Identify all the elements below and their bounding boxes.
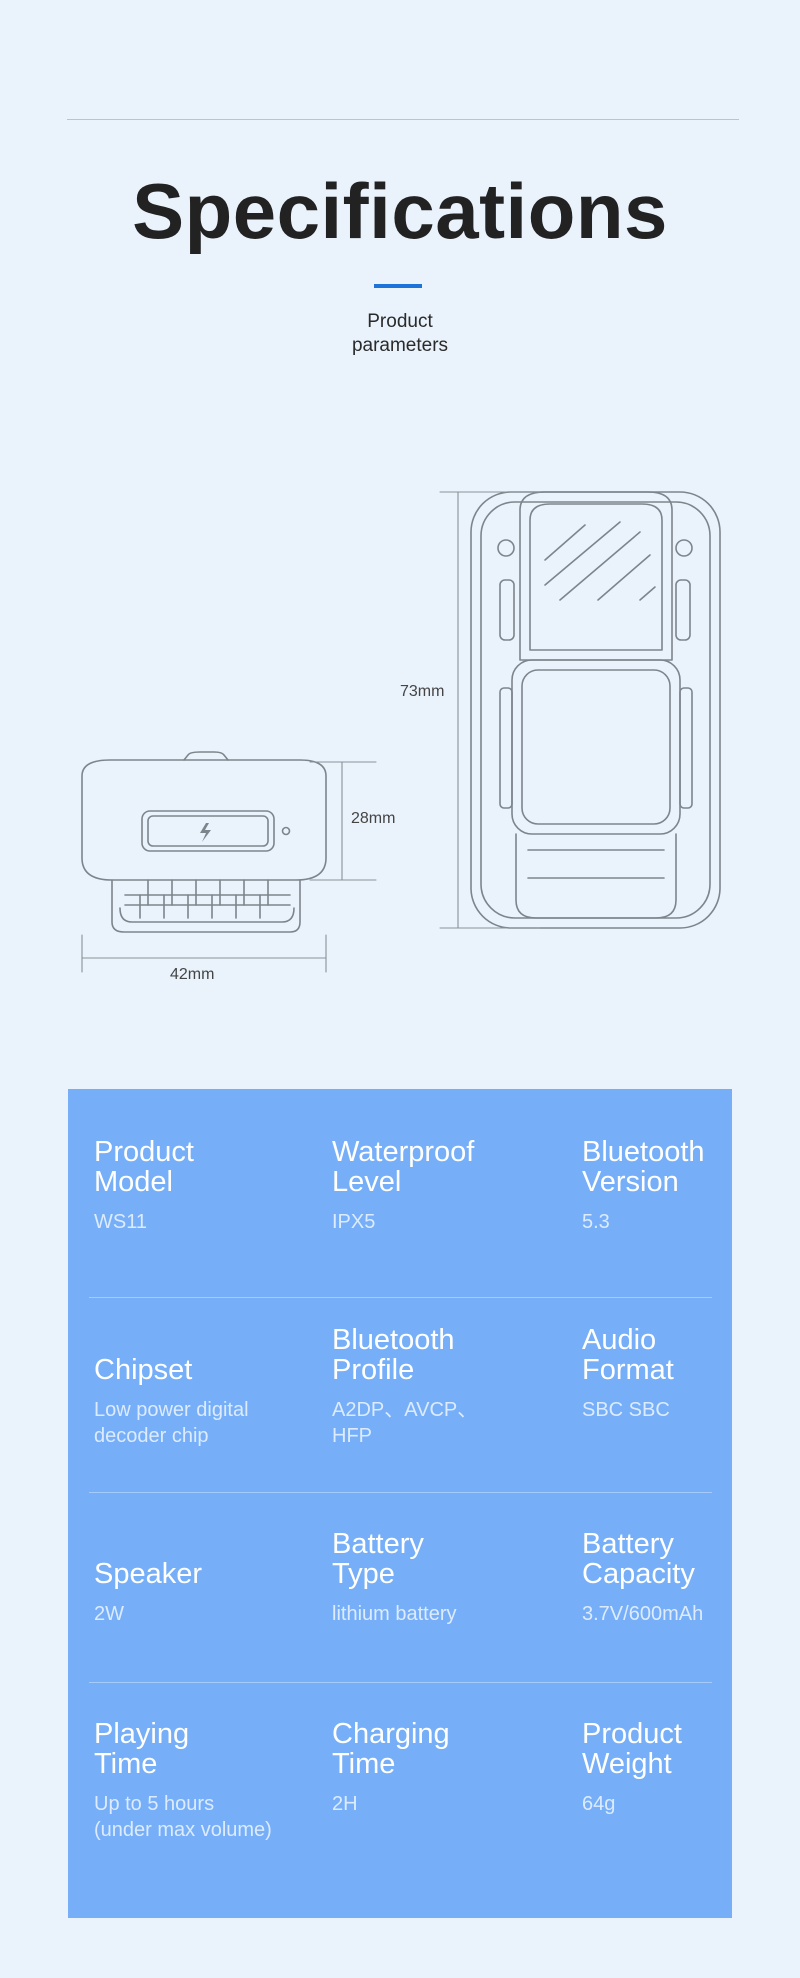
spec-label: Charging Time — [332, 1719, 532, 1779]
spec-speaker: Speaker 2W — [94, 1529, 294, 1627]
spec-battery-capacity: Battery Capacity 3.7V/600mAh — [582, 1529, 732, 1627]
spec-label-line: Speaker — [94, 1558, 203, 1590]
spec-label: Bluetooth Version — [582, 1137, 732, 1197]
height-label-small: 28mm — [351, 810, 396, 827]
spec-label: Speaker — [94, 1529, 294, 1589]
spec-charging-time: Charging Time 2H — [332, 1719, 532, 1817]
spec-waterproof-level: Waterproof Level IPX5 — [332, 1137, 532, 1235]
spec-label-line: Audio — [582, 1324, 657, 1356]
spec-label-line: Type — [332, 1558, 395, 1590]
spec-bluetooth-version: Bluetooth Version 5.3 — [582, 1137, 732, 1235]
spec-value: WS11 — [94, 1211, 147, 1233]
spec-value: 2W — [94, 1603, 124, 1625]
spec-bluetooth-profile: Bluetooth Profile A2DP、AVCP、 HFP — [332, 1325, 532, 1449]
specifications-panel: Product Model WS11 Waterproof Level IPX5… — [68, 1089, 732, 1918]
spec-label-line: Profile — [332, 1354, 415, 1386]
spec-product-weight: Product Weight 64g — [582, 1719, 732, 1817]
spec-value: Up to 5 hours (under max volume) — [94, 1793, 272, 1841]
spec-chipset: Chipset Low power digital decoder chip — [94, 1325, 294, 1449]
front-view-device — [470, 491, 721, 929]
spec-label-line: Chipset — [94, 1354, 193, 1386]
top-divider — [67, 119, 739, 120]
width-label-small: 42mm — [170, 966, 215, 983]
spec-audio-format: Audio Format SBC SBC — [582, 1325, 732, 1423]
spec-label-line: Format — [582, 1354, 674, 1386]
spec-label-line: Product — [94, 1136, 194, 1168]
page-subtitle: Product parameters — [300, 310, 500, 358]
spec-label-line: Time — [332, 1748, 396, 1780]
dimension-lines — [81, 491, 541, 973]
spec-value: lithium battery — [332, 1603, 457, 1625]
spec-label-line: Playing — [94, 1718, 190, 1750]
spec-value: SBC SBC — [582, 1399, 670, 1421]
page-title: Specifications — [132, 167, 668, 255]
spec-label-line: Level — [332, 1166, 402, 1198]
spec-label-line: Time — [94, 1748, 158, 1780]
spec-label-line: Model — [94, 1166, 173, 1198]
spec-value: IPX5 — [332, 1211, 376, 1233]
spec-label-line: Weight — [582, 1748, 672, 1780]
subtitle-line-1: Product — [367, 311, 433, 332]
row-divider — [89, 1492, 712, 1493]
spec-label-line: Bluetooth — [332, 1324, 455, 1356]
spec-label-line: Waterproof — [332, 1136, 475, 1168]
spec-label: Product Model — [94, 1137, 294, 1197]
spec-label-line: Battery — [582, 1528, 674, 1560]
spec-label: Audio Format — [582, 1325, 732, 1385]
spec-label: Playing Time — [94, 1719, 324, 1779]
spec-label: Bluetooth Profile — [332, 1325, 532, 1385]
spec-playing-time: Playing Time Up to 5 hours (under max vo… — [94, 1719, 324, 1843]
spec-product-model: Product Model WS11 — [94, 1137, 294, 1235]
side-view-device — [81, 751, 327, 933]
height-label-large: 73mm — [400, 683, 445, 700]
spec-battery-type: Battery Type lithium battery — [332, 1529, 532, 1627]
spec-label-line: Version — [582, 1166, 679, 1198]
spec-value: 5.3 — [582, 1211, 610, 1233]
spec-label-line: Capacity — [582, 1558, 695, 1590]
subtitle-line-2: parameters — [351, 335, 449, 356]
row-divider — [89, 1297, 712, 1298]
spec-label-line: Battery — [332, 1528, 424, 1560]
title-accent-bar — [374, 284, 422, 288]
spec-value: 2H — [332, 1793, 358, 1815]
spec-label: Battery Capacity — [582, 1529, 732, 1589]
product-dimension-drawing — [81, 491, 721, 973]
spec-value: Low power digital decoder chip — [94, 1399, 249, 1447]
row-divider — [89, 1682, 712, 1683]
spec-label: Product Weight — [582, 1719, 732, 1779]
spec-value: 3.7V/600mAh — [582, 1603, 704, 1625]
spec-label: Chipset — [94, 1325, 294, 1385]
spec-label-line: Bluetooth — [582, 1136, 705, 1168]
spec-label-line: Product — [582, 1718, 682, 1750]
spec-label-line: Charging — [332, 1718, 450, 1750]
spec-label: Battery Type — [332, 1529, 532, 1589]
spec-label: Waterproof Level — [332, 1137, 532, 1197]
spec-value: 64g — [582, 1793, 616, 1815]
spec-value: A2DP、AVCP、 HFP — [332, 1399, 478, 1447]
